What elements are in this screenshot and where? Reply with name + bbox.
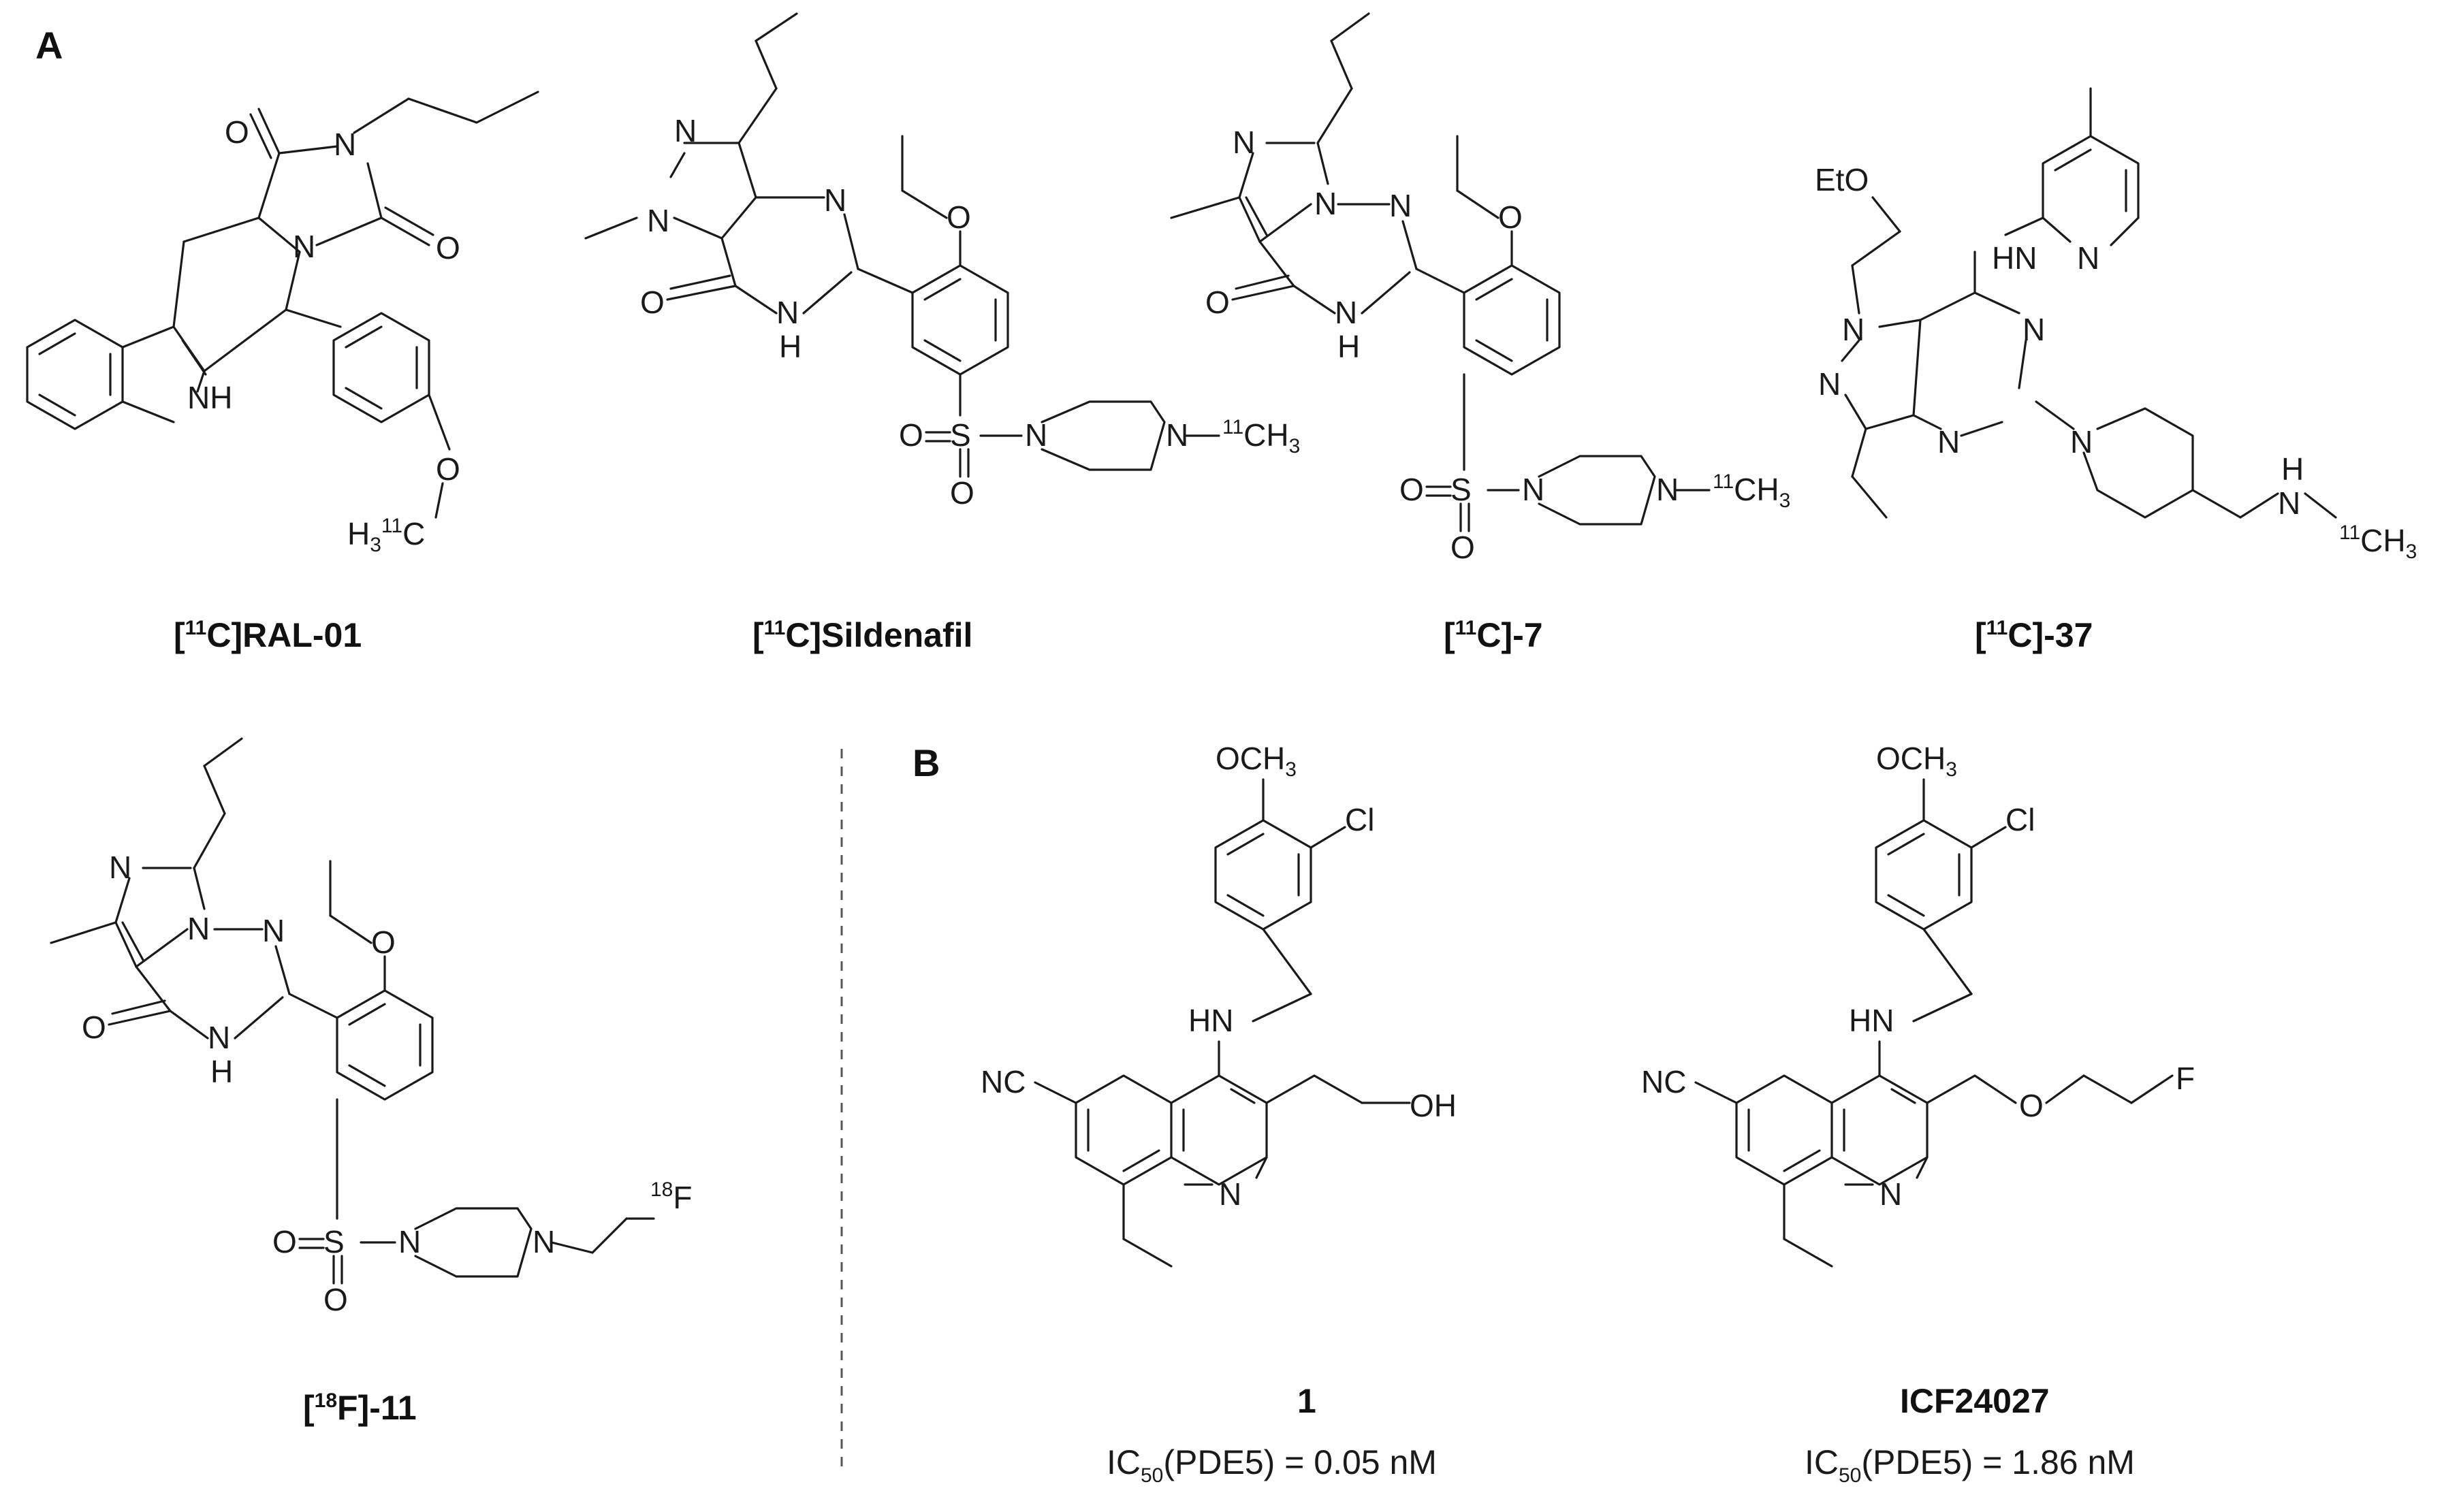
c7-n2: N <box>1314 186 1337 221</box>
sild-n6: N <box>1166 417 1188 453</box>
panel-label-a: A <box>35 24 63 67</box>
f11-s: S <box>323 1224 345 1259</box>
structure-c37: EtO HN N N N N N <box>1815 87 2417 654</box>
cmpd1-ic50: IC50(PDE5) = 0.05 nM <box>1107 1443 1437 1487</box>
f11-h: H <box>210 1054 233 1089</box>
c7-name: [11C]-7 <box>1444 616 1543 654</box>
ral01-n1: N <box>334 127 356 162</box>
c37-n1: N <box>1842 312 1865 347</box>
sild-methyl: 11CH3 <box>1222 416 1300 457</box>
sild-o4: O <box>950 475 974 511</box>
sild-o2: O <box>947 199 971 235</box>
ral01-o3: O <box>436 451 460 487</box>
c7-o1: O <box>1205 285 1230 320</box>
c37-n6: N <box>2278 485 2300 521</box>
c1-n: N <box>1219 1176 1241 1212</box>
sild-n3: N <box>824 182 846 218</box>
c37-n3: N <box>2022 312 2045 347</box>
icf-n: N <box>1879 1176 1902 1212</box>
c37-name: [11C]-37 <box>1975 616 2093 654</box>
icf-nc: NC <box>1641 1064 1686 1099</box>
f11-fluorine: 18F <box>650 1178 692 1215</box>
c37-n2: N <box>1818 366 1841 402</box>
ral01-nh: NH <box>187 380 232 415</box>
sild-n1: N <box>674 113 697 148</box>
c7-o2: O <box>1498 199 1523 235</box>
f11-n5: N <box>398 1224 421 1259</box>
f11-n3: N <box>262 913 285 948</box>
sild-s: S <box>950 417 971 453</box>
icf-hn: HN <box>1849 1003 1894 1038</box>
f11-n2: N <box>187 911 210 946</box>
structure-icf24027: OCH3 Cl HN NC O F N ICF24027 IC50(PDE5) … <box>1641 741 2195 1487</box>
c1-methoxy: OCH3 <box>1216 741 1297 781</box>
sild-n2: N <box>647 203 669 238</box>
c37-hn: HN <box>1992 240 2037 276</box>
icf-f: F <box>2176 1061 2195 1096</box>
c37-methyl: 11CH3 <box>2339 521 2417 563</box>
icf-name: ICF24027 <box>1900 1382 2050 1420</box>
f11-n6: N <box>533 1224 555 1259</box>
icf-o: O <box>2019 1088 2044 1123</box>
ral01-name: [11C]RAL-01 <box>174 616 362 654</box>
c1-hn: HN <box>1188 1003 1233 1038</box>
c7-n5: N <box>1522 472 1544 507</box>
f11-o4: O <box>323 1282 348 1317</box>
c7-o4: O <box>1450 530 1475 565</box>
c7-h: H <box>1337 329 1360 364</box>
c1-nc: NC <box>981 1064 1026 1099</box>
structure-f11: N N N N H O O S O O N N 18F [18F]-11 <box>50 737 692 1427</box>
icf-methoxy: OCH3 <box>1876 741 1957 781</box>
c7-o3: O <box>1399 472 1424 507</box>
f11-o2: O <box>371 924 396 960</box>
c7-n3: N <box>1389 188 1412 223</box>
c37-n4: N <box>1937 424 1960 460</box>
f11-name: [18F]-11 <box>303 1389 417 1427</box>
c37-eto: EtO <box>1815 162 1869 197</box>
ral01-o1: O <box>225 114 249 150</box>
sild-n5: N <box>1025 417 1047 453</box>
cmpd1-name: 1 <box>1297 1382 1316 1420</box>
ral01-n2: N <box>293 229 315 264</box>
icf-cl: Cl <box>2005 802 2035 837</box>
structure-c7: N N N N H O O S O O N N 11CH3 [11C]-7 <box>1170 12 1790 654</box>
f11-n1: N <box>109 850 131 885</box>
sild-o1: O <box>640 285 665 320</box>
f11-n4: N <box>208 1020 230 1055</box>
f11-o1: O <box>82 1010 106 1045</box>
c1-oh: OH <box>1410 1088 1457 1123</box>
c37-h: H <box>2281 451 2304 487</box>
c7-n1: N <box>1233 125 1255 160</box>
ral01-o2: O <box>436 230 460 266</box>
c7-n6: N <box>1656 472 1679 507</box>
c1-cl: Cl <box>1345 802 1374 837</box>
structure-sildenafil: N N N N H O O S O O N N 11CH3 [11C]Silde… <box>584 12 1300 654</box>
panel-label-b: B <box>913 741 940 784</box>
structure-ral01: O N O N NH O H311C [11C]RAL-01 <box>26 91 539 654</box>
c37-npyr: N <box>2077 240 2099 276</box>
icf-ic50: IC50(PDE5) = 1.86 nM <box>1805 1443 2135 1487</box>
f11-o3: O <box>272 1224 297 1259</box>
c7-s: S <box>1450 472 1472 507</box>
sild-o3: O <box>899 417 923 453</box>
ral01-methyl: H311C <box>347 515 425 556</box>
c7-methyl: 11CH3 <box>1713 470 1790 512</box>
c7-n4: N <box>1335 295 1357 330</box>
sild-n4: N <box>776 295 799 330</box>
sildenafil-name: [11C]Sildenafil <box>752 616 972 654</box>
c37-n5: N <box>2070 424 2093 460</box>
structure-cmpd1: OCH3 Cl HN NC OH N 1 IC50(PDE5) = 0.05 n… <box>981 741 1457 1487</box>
sild-h: H <box>779 329 802 364</box>
